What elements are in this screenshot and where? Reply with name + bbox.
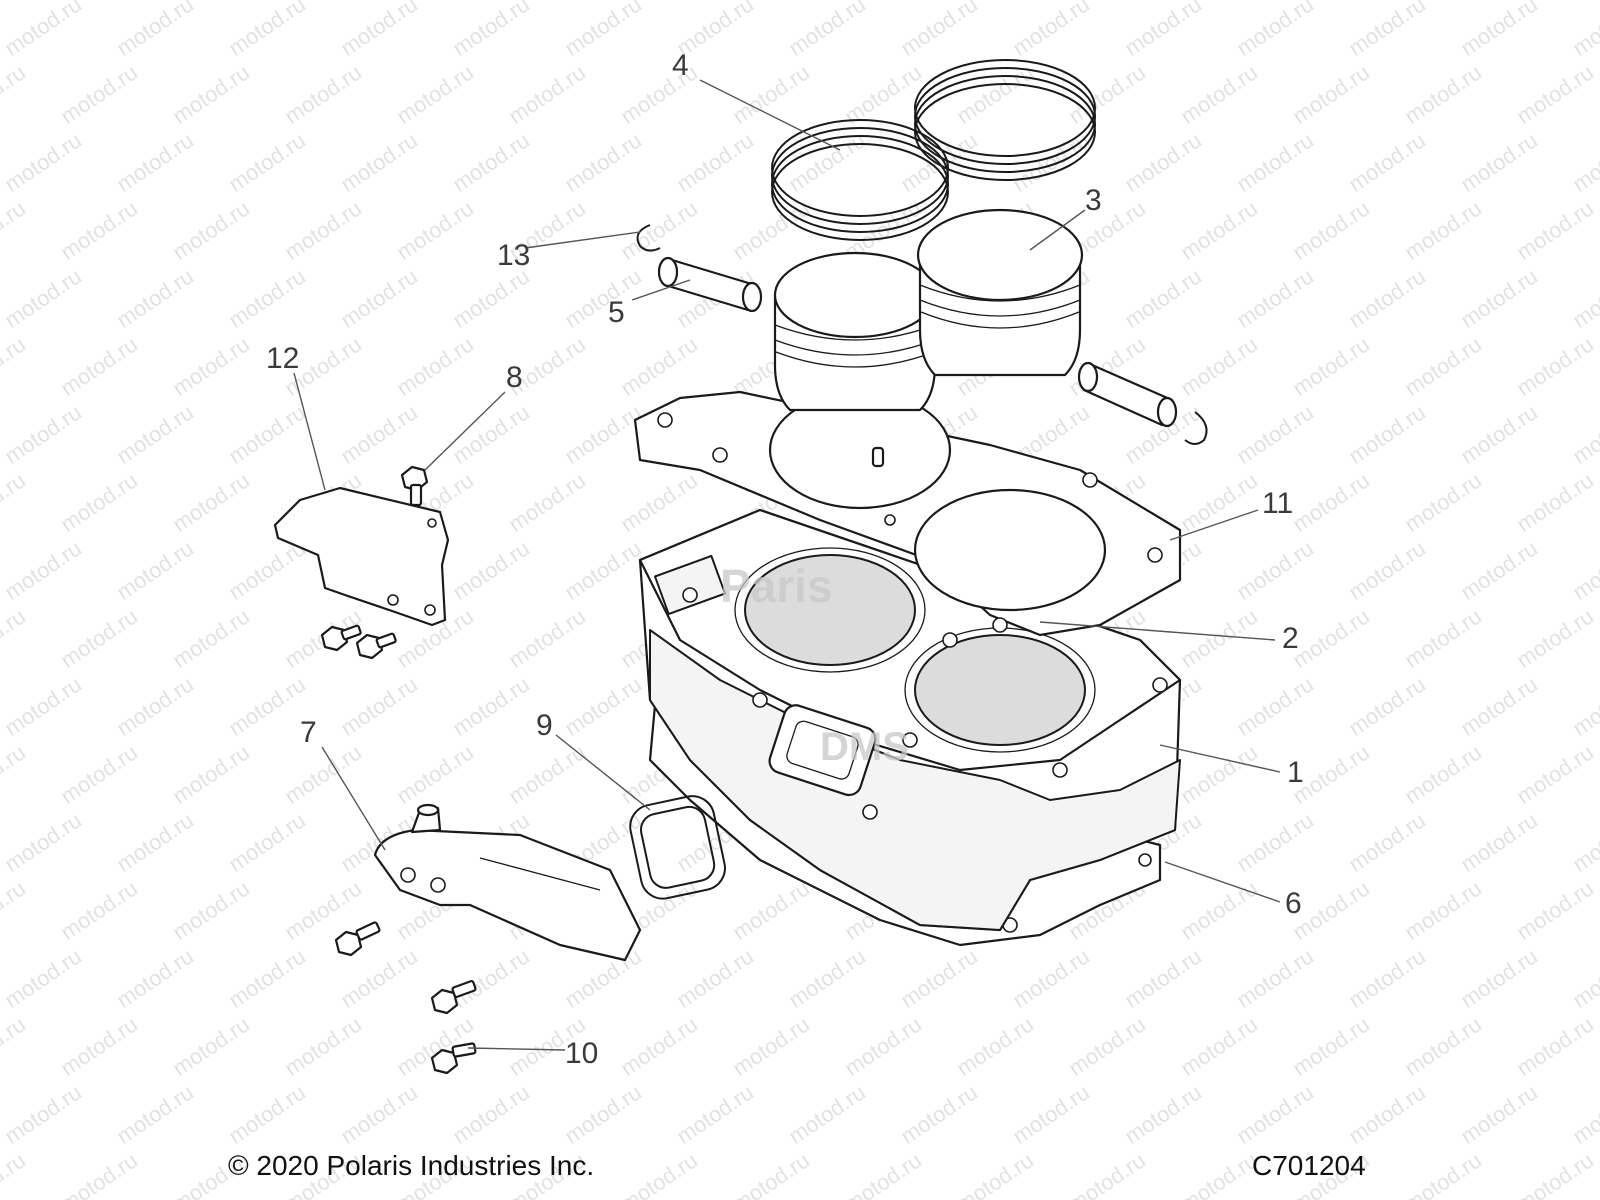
circlip-left — [636, 224, 661, 252]
leader-lines — [293, 79, 1281, 1051]
piston-left — [773, 251, 937, 412]
callout-1: 1 — [1287, 756, 1304, 789]
heat-shield — [273, 486, 450, 627]
head-gasket — [633, 390, 1182, 637]
callout-10: 10 — [565, 1037, 598, 1070]
water-outlet-housing — [373, 803, 642, 962]
piston-right — [916, 208, 1084, 377]
wrist-pin-right — [1077, 361, 1178, 428]
bolt-10-top — [334, 921, 381, 957]
callout-12: 12 — [266, 342, 299, 375]
overlay-logo-2: DMS — [820, 725, 909, 769]
callout-9: 9 — [536, 709, 553, 742]
overlay-logo: Paris — [720, 560, 833, 612]
callout-13: 13 — [497, 239, 530, 272]
callout-numbers: 4 3 13 5 12 8 11 2 1 6 7 9 10 — [266, 49, 1304, 1070]
wrist-pin-left — [657, 256, 763, 313]
figure-id: C701204 — [1252, 1150, 1366, 1181]
intake-o-ring — [629, 795, 726, 900]
copyright-notice: © 2020 Polaris Industries Inc. — [228, 1150, 595, 1181]
callout-5: 5 — [608, 296, 625, 329]
callout-4: 4 — [672, 49, 689, 82]
callout-6: 6 — [1285, 887, 1302, 920]
callout-8: 8 — [506, 361, 523, 394]
shield-bolts — [320, 624, 397, 660]
callout-11: 11 — [1262, 487, 1293, 520]
piston-ring-set-left — [771, 119, 949, 241]
bolt-10-middle — [430, 980, 477, 1015]
circlip-right — [1184, 411, 1208, 445]
piston-ring-set-right — [914, 59, 1096, 181]
callout-2: 2 — [1282, 622, 1299, 655]
callout-3: 3 — [1085, 184, 1102, 217]
callout-7: 7 — [300, 716, 317, 749]
bolt-8 — [400, 465, 429, 507]
bolt-10-bottom — [430, 1042, 477, 1075]
